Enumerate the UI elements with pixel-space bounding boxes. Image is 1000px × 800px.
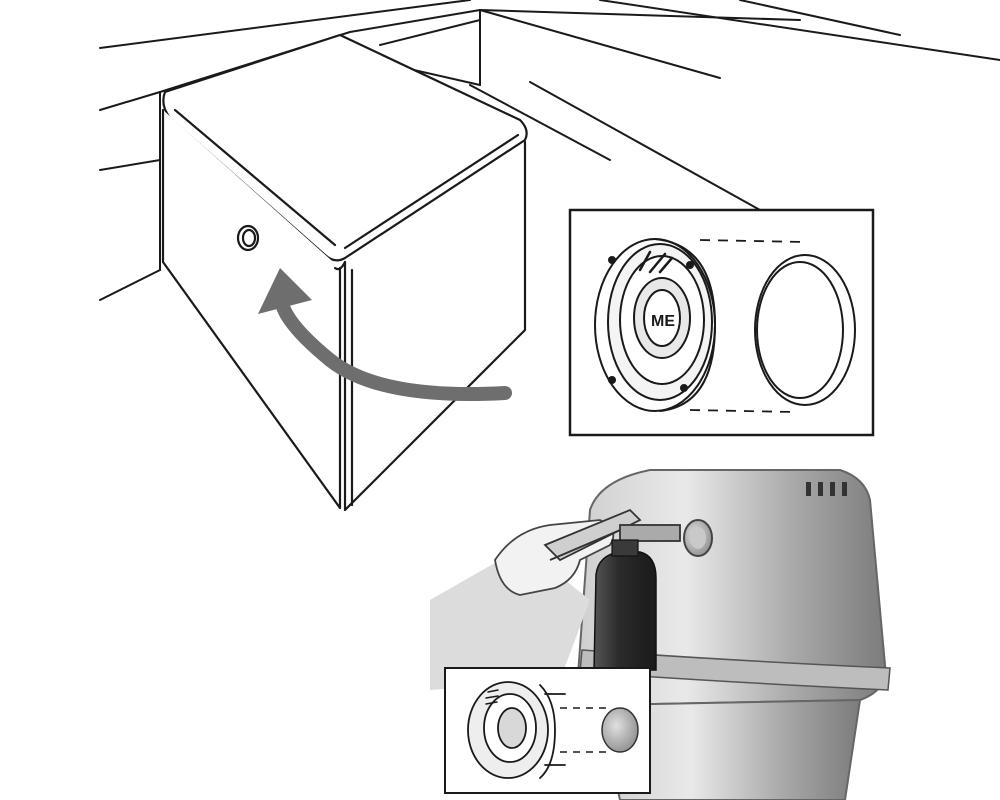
logo-mark: ME [651,313,675,330]
engine-vent-slots [806,482,847,496]
vent-grille-inset: ME [568,208,875,437]
side-grille [467,681,566,779]
grille-side-inset [444,667,651,794]
rivet-tool-with-hand [430,508,681,690]
vent-grille [594,238,716,412]
vent-cap [754,254,856,406]
curved-arrow-icon [258,268,512,402]
engine-box-cover [161,33,528,512]
side-cap [601,707,639,753]
